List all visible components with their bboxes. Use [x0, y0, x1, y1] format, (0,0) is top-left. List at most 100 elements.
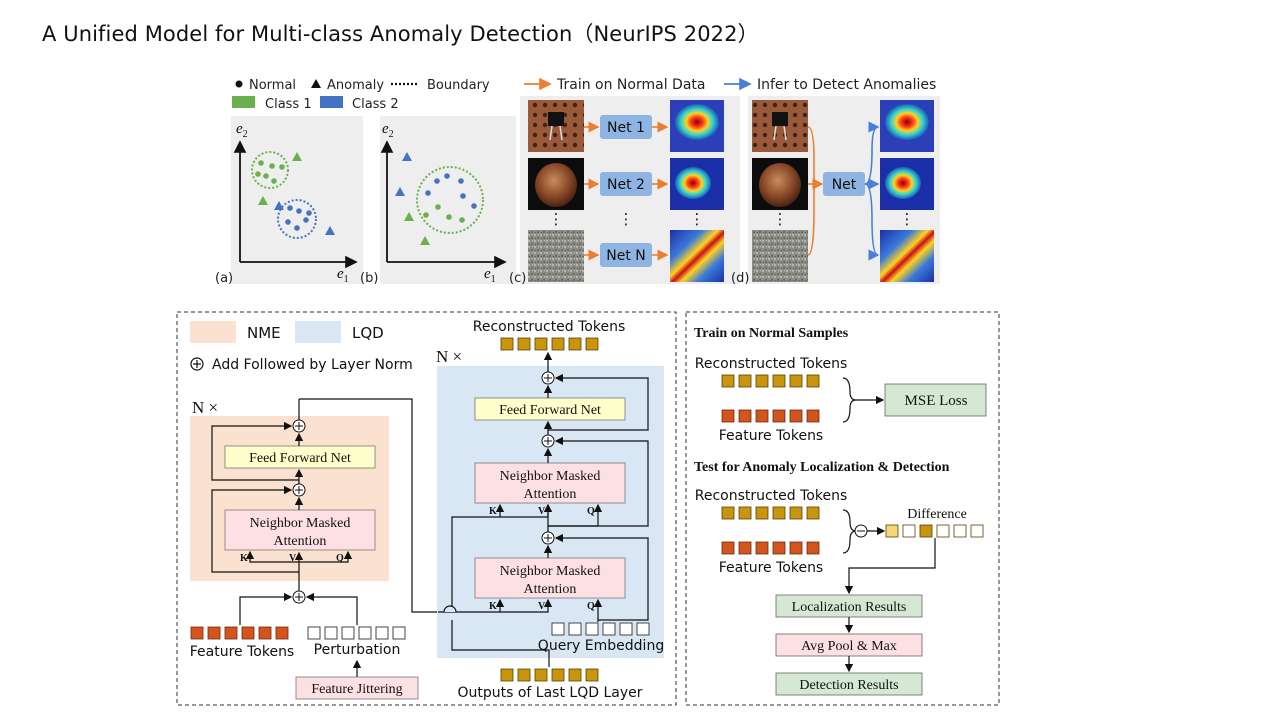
- panel-d: (d) ⋮ Net ⋮: [731, 96, 940, 286]
- feature-tokens-label: Feature Tokens: [190, 644, 294, 660]
- test-title: Test for Anomaly Localization & Detectio…: [694, 460, 950, 475]
- svg-text:Neighbor Masked: Neighbor Masked: [500, 469, 601, 484]
- lqd-attention-box-1: [474, 462, 626, 504]
- svg-text:⋮: ⋮: [619, 210, 634, 228]
- difference-label: Difference: [907, 507, 967, 522]
- lqd-label: LQD: [352, 324, 384, 342]
- texture-image: [528, 230, 584, 282]
- test-reconstructed-tokens: [721, 506, 820, 520]
- svg-text:Reconstructed Tokens: Reconstructed Tokens: [695, 488, 848, 504]
- svg-text:Q: Q: [336, 553, 344, 564]
- svg-text:Detection Results: Detection Results: [799, 678, 898, 693]
- y-axis-label-b: e2: [382, 121, 394, 140]
- svg-text:Net 2: Net 2: [607, 177, 645, 193]
- brace-icon: [842, 377, 857, 423]
- anomaly-marker-icon: [311, 79, 321, 88]
- svg-text:Net: Net: [832, 177, 857, 193]
- test-feature-tokens: [721, 541, 820, 555]
- panel-b-bg: [380, 116, 516, 284]
- panel-label-b: (b): [360, 271, 378, 286]
- nme-attention-box: [224, 509, 376, 551]
- svg-text:Attention: Attention: [524, 582, 577, 597]
- class2-swatch: [320, 96, 343, 108]
- arch-frame: [176, 311, 677, 706]
- nme-label: NME: [247, 324, 281, 342]
- panel-label-c: (c): [509, 271, 526, 286]
- svg-text:V: V: [289, 553, 297, 564]
- x-axis-label-b: e1: [484, 266, 496, 285]
- legend-infer: Infer to Detect Anomalies: [757, 77, 936, 93]
- svg-text:MSE Loss: MSE Loss: [905, 393, 968, 409]
- svg-text:Neighbor Masked: Neighbor Masked: [500, 564, 601, 579]
- legend-normal: Normal: [249, 78, 296, 93]
- svg-text:Feed Forward Net: Feed Forward Net: [249, 451, 351, 466]
- nme-swatch: [190, 321, 236, 343]
- svg-text:Reconstructed Tokens: Reconstructed Tokens: [695, 356, 848, 372]
- difference-tokens: [885, 524, 984, 538]
- lqd-repeat-label: N ×: [436, 347, 462, 366]
- svg-text:⋮: ⋮: [773, 210, 788, 228]
- svg-text:Feature Tokens: Feature Tokens: [719, 560, 823, 576]
- y-axis-label: e2: [236, 121, 248, 140]
- normal-marker-icon: [235, 80, 243, 88]
- legend-boundary: Boundary: [427, 78, 490, 93]
- unified-boundary: [416, 166, 484, 234]
- perturbation-tokens: [307, 626, 406, 640]
- reconstructed-tokens-label: Reconstructed Tokens: [473, 319, 626, 335]
- svg-text:⋮: ⋮: [690, 210, 705, 228]
- lqd-ffn-box: [474, 397, 626, 421]
- legend-anomaly: Anomaly: [327, 78, 384, 93]
- query-embedding-label: Query Embedding: [538, 638, 664, 654]
- net-box: [823, 172, 865, 196]
- class1-swatch: [232, 96, 255, 108]
- add-norm-label: Add Followed by Layer Norm: [212, 357, 413, 373]
- panel-b: e2 e1 (b): [360, 116, 516, 286]
- svg-text:K: K: [240, 553, 248, 564]
- train-title: Train on Normal Samples: [694, 326, 849, 341]
- svg-text:Avg Pool & Max: Avg Pool & Max: [801, 639, 897, 654]
- line-hop-icon: [443, 605, 457, 613]
- feature-jittering-box: [295, 676, 419, 700]
- last-lqd-output-tokens: [500, 668, 599, 682]
- lqd-swatch: [295, 321, 341, 343]
- heatmap-n: [670, 230, 724, 282]
- svg-text:Neighbor Masked: Neighbor Masked: [250, 516, 351, 531]
- train-feature-tokens: [721, 409, 820, 423]
- train-reconstructed-tokens: [721, 374, 820, 388]
- legend-train: Train on Normal Data: [556, 77, 705, 93]
- detection-results-box: [775, 672, 923, 696]
- svg-text:Net 1: Net 1: [607, 120, 645, 136]
- panel-label-d: (d): [731, 271, 749, 286]
- svg-text:Localization Results: Localization Results: [792, 600, 907, 615]
- nme-ffn-box: [224, 445, 376, 469]
- page-title: A Unified Model for Multi-class Anomaly …: [42, 22, 759, 46]
- outputs-last-label: Outputs of Last LQD Layer: [457, 685, 642, 701]
- train-test-panel: Train on Normal Samples Reconstructed To…: [685, 311, 1000, 706]
- mse-loss-box: [884, 383, 987, 417]
- panel-a: e2 e1 (a): [215, 116, 363, 286]
- svg-text:V: V: [538, 506, 546, 517]
- lqd-attention-box-2: [474, 557, 626, 599]
- net-1-box: [600, 115, 652, 139]
- query-embedding-tokens: [551, 622, 650, 636]
- svg-text:Attention: Attention: [274, 534, 327, 549]
- legend-class1: Class 1: [265, 97, 312, 112]
- svg-text:Net N: Net N: [606, 248, 646, 264]
- class1-boundary: [251, 151, 289, 189]
- svg-text:K: K: [489, 506, 497, 517]
- x-axis-label: e1: [337, 266, 349, 285]
- svg-text:Q: Q: [587, 601, 595, 612]
- class2-boundary: [277, 199, 317, 239]
- feature-tokens-left: [190, 626, 289, 640]
- svg-text:Feature Jittering: Feature Jittering: [311, 682, 402, 697]
- svg-text:⋮: ⋮: [549, 210, 564, 228]
- svg-text:Feature Tokens: Feature Tokens: [719, 428, 823, 444]
- add-norm-icon: [190, 357, 204, 371]
- svg-text:K: K: [489, 601, 497, 612]
- svg-text:Feed Forward Net: Feed Forward Net: [499, 403, 601, 418]
- architecture-panel: NME LQD Add Followed by Layer Norm N × F…: [176, 311, 677, 706]
- reconstructed-tokens-top: [500, 337, 599, 351]
- net-n-box: [600, 243, 652, 267]
- panel-c: (c) ⋮ Net 1 Net 2 ⋮ Net N ⋮: [509, 96, 740, 286]
